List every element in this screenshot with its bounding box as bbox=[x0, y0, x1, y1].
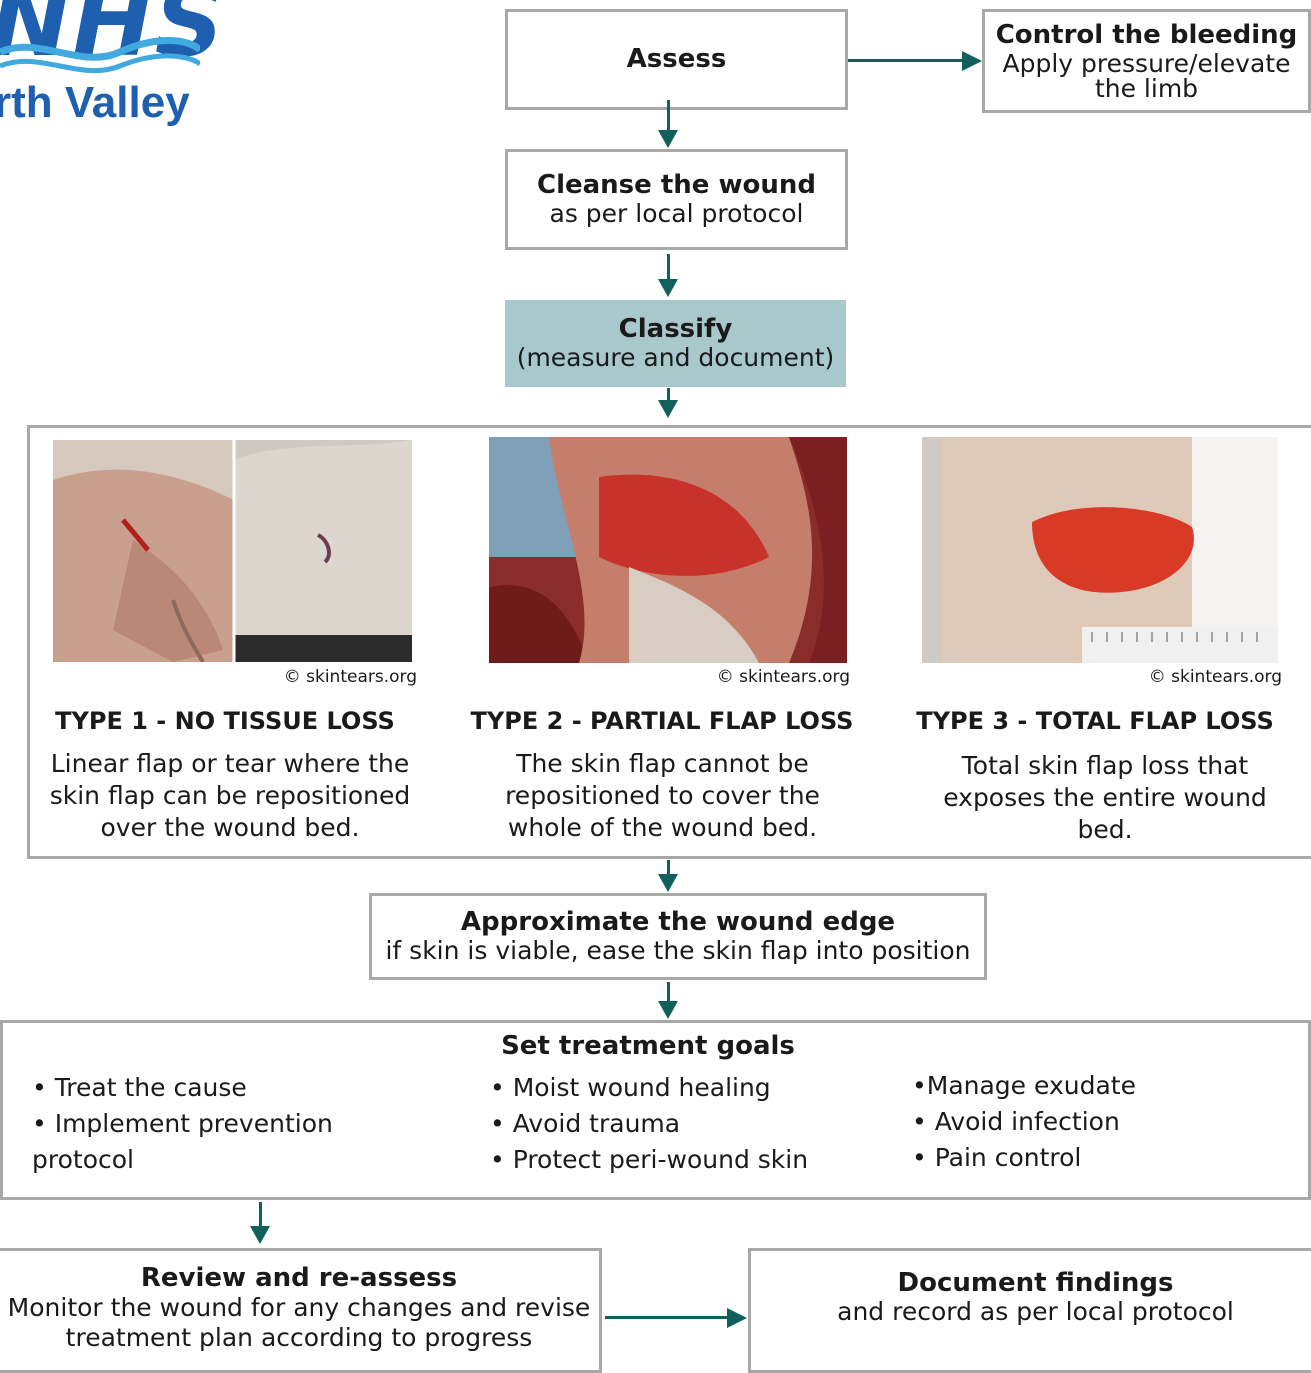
goal-item: •Manage exudate bbox=[912, 1068, 1136, 1104]
nhs-logo-region: rth Valley bbox=[0, 78, 190, 128]
goal-item: • Treat the cause bbox=[32, 1070, 333, 1106]
type1-title: TYPE 1 - NO TISSUE LOSS bbox=[40, 707, 410, 735]
arrow-approximate-to-goals bbox=[667, 982, 670, 1002]
type3-credit: © skintears.org bbox=[1082, 667, 1282, 687]
goal-item: • Avoid trauma bbox=[490, 1106, 808, 1142]
cleanse-title: Cleanse the wound bbox=[537, 171, 816, 200]
type2-photo bbox=[489, 437, 847, 663]
arrowhead-cleanse-to-classify bbox=[658, 279, 678, 297]
type3-photo bbox=[922, 437, 1278, 663]
assess-box: Assess bbox=[505, 9, 848, 110]
type1-photo bbox=[53, 440, 412, 662]
type3-photo-image bbox=[922, 437, 1278, 663]
review-title: Review and re-assess bbox=[141, 1264, 457, 1293]
arrow-cleanse-to-classify bbox=[667, 254, 670, 280]
arrowhead-review-to-document bbox=[727, 1308, 747, 1328]
arrow-assess-to-bleeding bbox=[848, 59, 964, 62]
cleanse-text: as per local protocol bbox=[550, 200, 804, 228]
document-box: Document findings and record as per loca… bbox=[748, 1248, 1311, 1373]
goal-item: • Protect peri-wound skin bbox=[490, 1142, 808, 1178]
cleanse-box: Cleanse the wound as per local protocol bbox=[505, 149, 848, 250]
goals-column-3: •Manage exudate • Avoid infection • Pain… bbox=[912, 1068, 1136, 1176]
review-box: Review and re-assess Monitor the wound f… bbox=[0, 1248, 602, 1373]
type1-credit: © skintears.org bbox=[217, 667, 417, 687]
type1-photo-image bbox=[53, 440, 412, 662]
approximate-title: Approximate the wound edge bbox=[461, 908, 895, 937]
type3-desc: Total skin flap loss that exposes the en… bbox=[935, 750, 1275, 846]
type3-title: TYPE 3 - TOTAL FLAP LOSS bbox=[905, 707, 1285, 735]
approximate-text: if skin is viable, ease the skin flap in… bbox=[385, 937, 970, 965]
type2-desc: The skin flap cannot be repositioned to … bbox=[495, 748, 830, 844]
arrowhead-assess-to-bleeding bbox=[962, 51, 982, 71]
goal-item: protocol bbox=[32, 1142, 333, 1178]
control-bleeding-text: Apply pressure/elevate the limb bbox=[997, 51, 1297, 101]
arrowhead-types-to-approximate bbox=[658, 874, 678, 892]
classify-title: Classify bbox=[619, 315, 733, 344]
treatment-goals-title: Set treatment goals bbox=[448, 1031, 848, 1061]
arrow-goals-to-review bbox=[259, 1202, 262, 1228]
arrowhead-goals-to-review bbox=[250, 1226, 270, 1244]
goals-column-2: • Moist wound healing • Avoid trauma • P… bbox=[490, 1070, 808, 1178]
goal-item: • Pain control bbox=[912, 1140, 1136, 1176]
arrowhead-classify-to-types bbox=[658, 400, 678, 418]
arrowhead-approximate-to-goals bbox=[658, 1001, 678, 1019]
approximate-box: Approximate the wound edge if skin is vi… bbox=[369, 893, 987, 980]
control-bleeding-title: Control the bleeding bbox=[996, 21, 1298, 50]
type2-photo-image bbox=[489, 437, 847, 663]
goals-column-1: • Treat the cause • Implement prevention… bbox=[32, 1070, 333, 1178]
goal-item: • Moist wound healing bbox=[490, 1070, 808, 1106]
assess-title: Assess bbox=[627, 45, 727, 74]
type2-title: TYPE 2 - PARTIAL FLAP LOSS bbox=[457, 707, 867, 735]
type2-credit: © skintears.org bbox=[650, 667, 850, 687]
document-title: Document findings bbox=[898, 1269, 1174, 1298]
arrowhead-assess-to-cleanse bbox=[658, 130, 678, 148]
document-text: and record as per local protocol bbox=[837, 1298, 1234, 1326]
arrow-review-to-document bbox=[605, 1316, 729, 1319]
type1-desc: Linear flap or tear where the skin flap … bbox=[45, 748, 415, 844]
goal-item: • Implement prevention bbox=[32, 1106, 333, 1142]
classify-box: Classify (measure and document) bbox=[505, 300, 846, 387]
logo-wave-icon bbox=[0, 30, 200, 80]
arrow-assess-to-cleanse bbox=[667, 100, 670, 132]
classify-text: (measure and document) bbox=[517, 344, 835, 372]
control-bleeding-box: Control the bleeding Apply pressure/elev… bbox=[982, 9, 1311, 113]
goal-item: • Avoid infection bbox=[912, 1104, 1136, 1140]
review-text: Monitor the wound for any changes and re… bbox=[4, 1293, 594, 1353]
